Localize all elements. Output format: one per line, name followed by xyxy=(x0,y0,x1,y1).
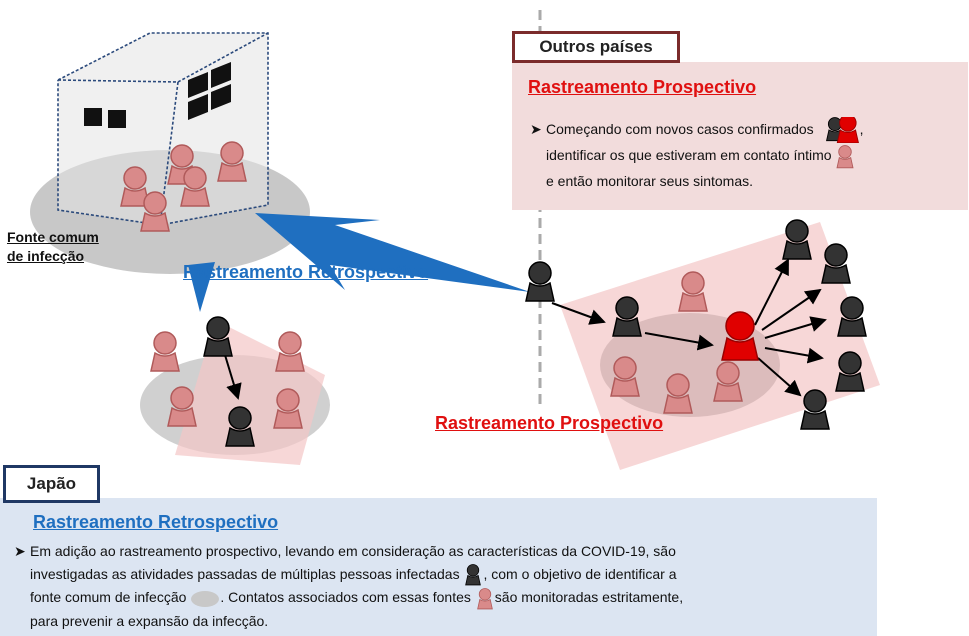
common-source-label: Fonte comum de infecção xyxy=(7,229,99,264)
close-contact-icon xyxy=(837,144,854,168)
retrospective-title: Rastreamento Retrospectivo xyxy=(33,512,279,532)
infected-person-icon xyxy=(800,389,830,430)
japan-tag: Japão xyxy=(3,465,100,503)
arrow-bullet-icon: ➤ xyxy=(14,543,26,559)
retrospective-arrow xyxy=(255,213,530,292)
japan-text: ➤Em adição ao rastreamento prospectivo, … xyxy=(14,540,866,633)
prospective-title: Rastreamento Prospectivo xyxy=(528,77,757,97)
close-contact-icon xyxy=(477,587,493,609)
infected-person-icon xyxy=(465,564,482,586)
contact-person-icon xyxy=(150,331,180,372)
window-icon xyxy=(84,108,102,126)
other-countries-text: ➤Começando com novos casos confirmados ,… xyxy=(530,117,960,193)
retrospective-arrow-branch xyxy=(188,262,215,312)
window-icon xyxy=(108,110,126,128)
other-countries-tag: Outros países xyxy=(512,31,680,63)
common-source-building xyxy=(30,32,310,274)
infected-person-icon xyxy=(825,117,859,144)
other-countries-panel xyxy=(512,62,968,210)
japan-panel xyxy=(0,498,877,636)
common-source-icon xyxy=(191,590,220,607)
arrow-bullet-icon: ➤ xyxy=(530,121,542,137)
infected-person-icon xyxy=(525,261,555,302)
retrospective-arrow-label: Rastreamento Retrospectivo xyxy=(183,262,429,282)
prospective-arrow-label: Rastreamento Prospectivo xyxy=(435,413,664,433)
contact-person-icon xyxy=(275,331,305,372)
